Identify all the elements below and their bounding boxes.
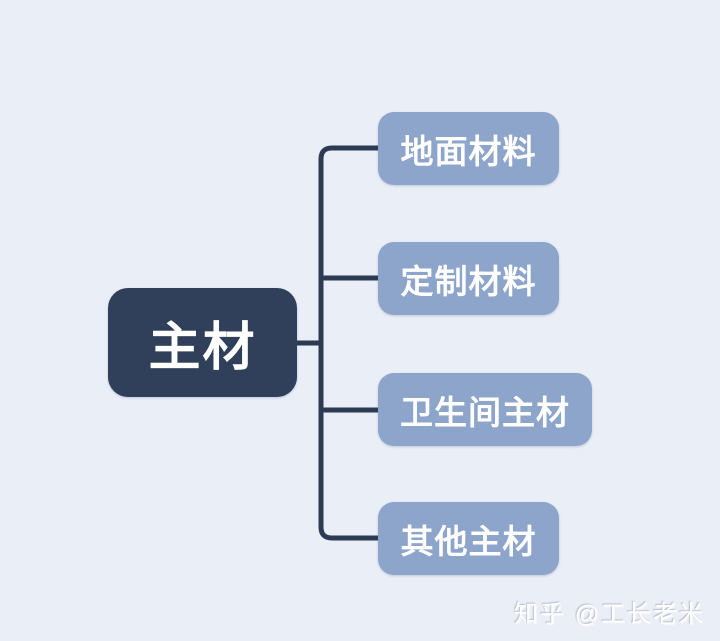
child-node-label: 卫生间主材 (400, 393, 570, 431)
child-node-bathroom-materials: 卫生间主材 (378, 373, 592, 446)
child-node-floor-materials: 地面材料 (378, 112, 559, 185)
child-node-custom-materials: 定制材料 (378, 242, 559, 315)
child-node-other-materials: 其他主材 (378, 502, 559, 575)
connector-branch-4 (318, 343, 379, 541)
child-node-label: 定制材料 (400, 262, 537, 300)
watermark: 知乎 @工长老米 (513, 601, 705, 628)
child-node-label: 其他主材 (400, 522, 537, 560)
child-node-label: 地面材料 (400, 132, 537, 170)
connector-branch-1 (318, 145, 379, 343)
root-node: 主材 (108, 288, 297, 397)
root-node-label: 主材 (148, 319, 257, 377)
